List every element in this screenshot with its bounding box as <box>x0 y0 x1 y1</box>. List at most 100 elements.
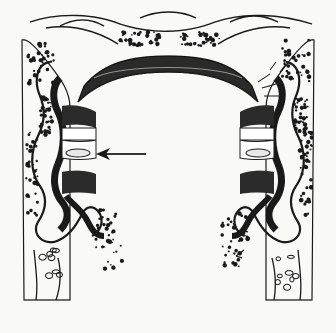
speckle-dot <box>110 264 112 266</box>
speckle-dot <box>26 211 30 215</box>
speckle-dot <box>298 129 302 133</box>
speckle-dot <box>51 121 53 123</box>
speckle-dot <box>299 112 302 115</box>
speckle-dot <box>284 50 287 53</box>
speckle-dot <box>234 249 237 252</box>
speckle-dot <box>303 130 307 134</box>
speckle-dot <box>106 223 110 227</box>
speckle-dot <box>149 41 151 43</box>
speckle-dot <box>305 144 309 148</box>
speckle-dot <box>300 195 302 197</box>
speckle-dot <box>120 259 124 263</box>
speckle-dot <box>38 44 42 48</box>
speckle-dot <box>300 72 302 74</box>
speckle-dot <box>39 109 42 112</box>
speckle-dot <box>96 224 99 227</box>
speckle-dot <box>37 51 41 55</box>
speckle-dot <box>131 34 133 36</box>
speckle-dot <box>115 251 117 253</box>
speckle-dot <box>204 33 209 38</box>
speckle-dot <box>209 37 212 40</box>
speckle-dot <box>33 70 35 72</box>
speckle-dot <box>198 33 203 38</box>
speckle-dot <box>299 200 301 202</box>
speckle-dot <box>186 42 189 45</box>
speckle-dot <box>288 76 293 81</box>
speckle-dot <box>49 102 51 104</box>
speckle-dot <box>299 116 303 120</box>
speckle-dot <box>47 107 52 112</box>
speckle-dot <box>284 53 287 56</box>
speckle-dot <box>28 133 31 136</box>
speckle-dot <box>47 55 50 58</box>
speckle-dot <box>309 185 314 190</box>
speckle-dot <box>189 42 193 46</box>
speckle-dot <box>114 213 117 216</box>
speckle-dot <box>306 155 308 157</box>
speckle-dot <box>301 65 305 69</box>
speckle-dot <box>302 54 304 56</box>
speckle-dot <box>28 178 31 181</box>
speckle-dot <box>308 80 310 82</box>
speckle-dot <box>306 140 310 144</box>
speckle-dot <box>303 134 305 136</box>
speckle-dot <box>46 68 49 71</box>
speckle-dot <box>105 227 109 231</box>
speckle-dot <box>230 240 232 242</box>
speckle-dot <box>25 143 28 146</box>
speckle-dot <box>50 61 52 63</box>
speckle-dot <box>221 233 224 236</box>
speckle-dot <box>181 43 183 45</box>
speckle-dot <box>50 106 52 108</box>
speckle-dot <box>222 246 224 248</box>
speckle-dot <box>95 238 98 241</box>
speckle-dot <box>113 252 115 254</box>
speckle-dot <box>29 145 33 149</box>
speckle-dot <box>210 42 212 44</box>
speckle-dot <box>43 97 48 102</box>
speckle-dot <box>304 165 308 169</box>
speckle-dot <box>310 149 312 151</box>
speckle-dot <box>307 74 312 79</box>
speckle-dot <box>41 54 43 56</box>
speckle-dot <box>296 102 298 104</box>
speckle-dot <box>108 234 110 236</box>
speckle-dot <box>202 41 206 45</box>
speckle-dot <box>227 217 230 220</box>
speckle-dot <box>187 36 189 38</box>
speckle-dot <box>29 209 32 212</box>
speckle-dot <box>36 160 38 162</box>
speckle-dot <box>300 98 302 100</box>
speckle-dot <box>227 223 230 226</box>
speckle-dot <box>44 45 46 47</box>
speckle-dot <box>220 223 224 227</box>
speckle-dot <box>132 42 136 46</box>
speckle-dot <box>48 131 51 134</box>
speckle-dot <box>107 261 109 263</box>
speckle-dot <box>230 221 233 224</box>
speckle-dot <box>44 42 47 45</box>
speckle-dot <box>111 265 115 269</box>
speckle-dot <box>32 56 36 60</box>
speckle-dot <box>310 135 314 139</box>
speckle-dot <box>307 39 310 42</box>
speckle-dot <box>306 116 308 118</box>
speckle-dot <box>245 236 250 241</box>
speckle-dot <box>287 52 292 57</box>
speckle-dot <box>47 126 50 129</box>
speckle-dot <box>233 252 235 254</box>
speckle-dot <box>29 132 31 134</box>
speckle-dot <box>239 237 244 242</box>
speckle-dot <box>292 56 296 60</box>
speckle-dot <box>39 59 41 61</box>
speckle-dot <box>36 169 38 171</box>
speckle-dot <box>25 162 30 167</box>
speckle-dot <box>52 59 54 61</box>
speckle-dot <box>47 102 49 104</box>
speckle-dot <box>124 38 127 41</box>
speckle-dot <box>154 37 158 41</box>
speckle-dot <box>223 263 227 267</box>
speckle-dot <box>49 116 52 119</box>
